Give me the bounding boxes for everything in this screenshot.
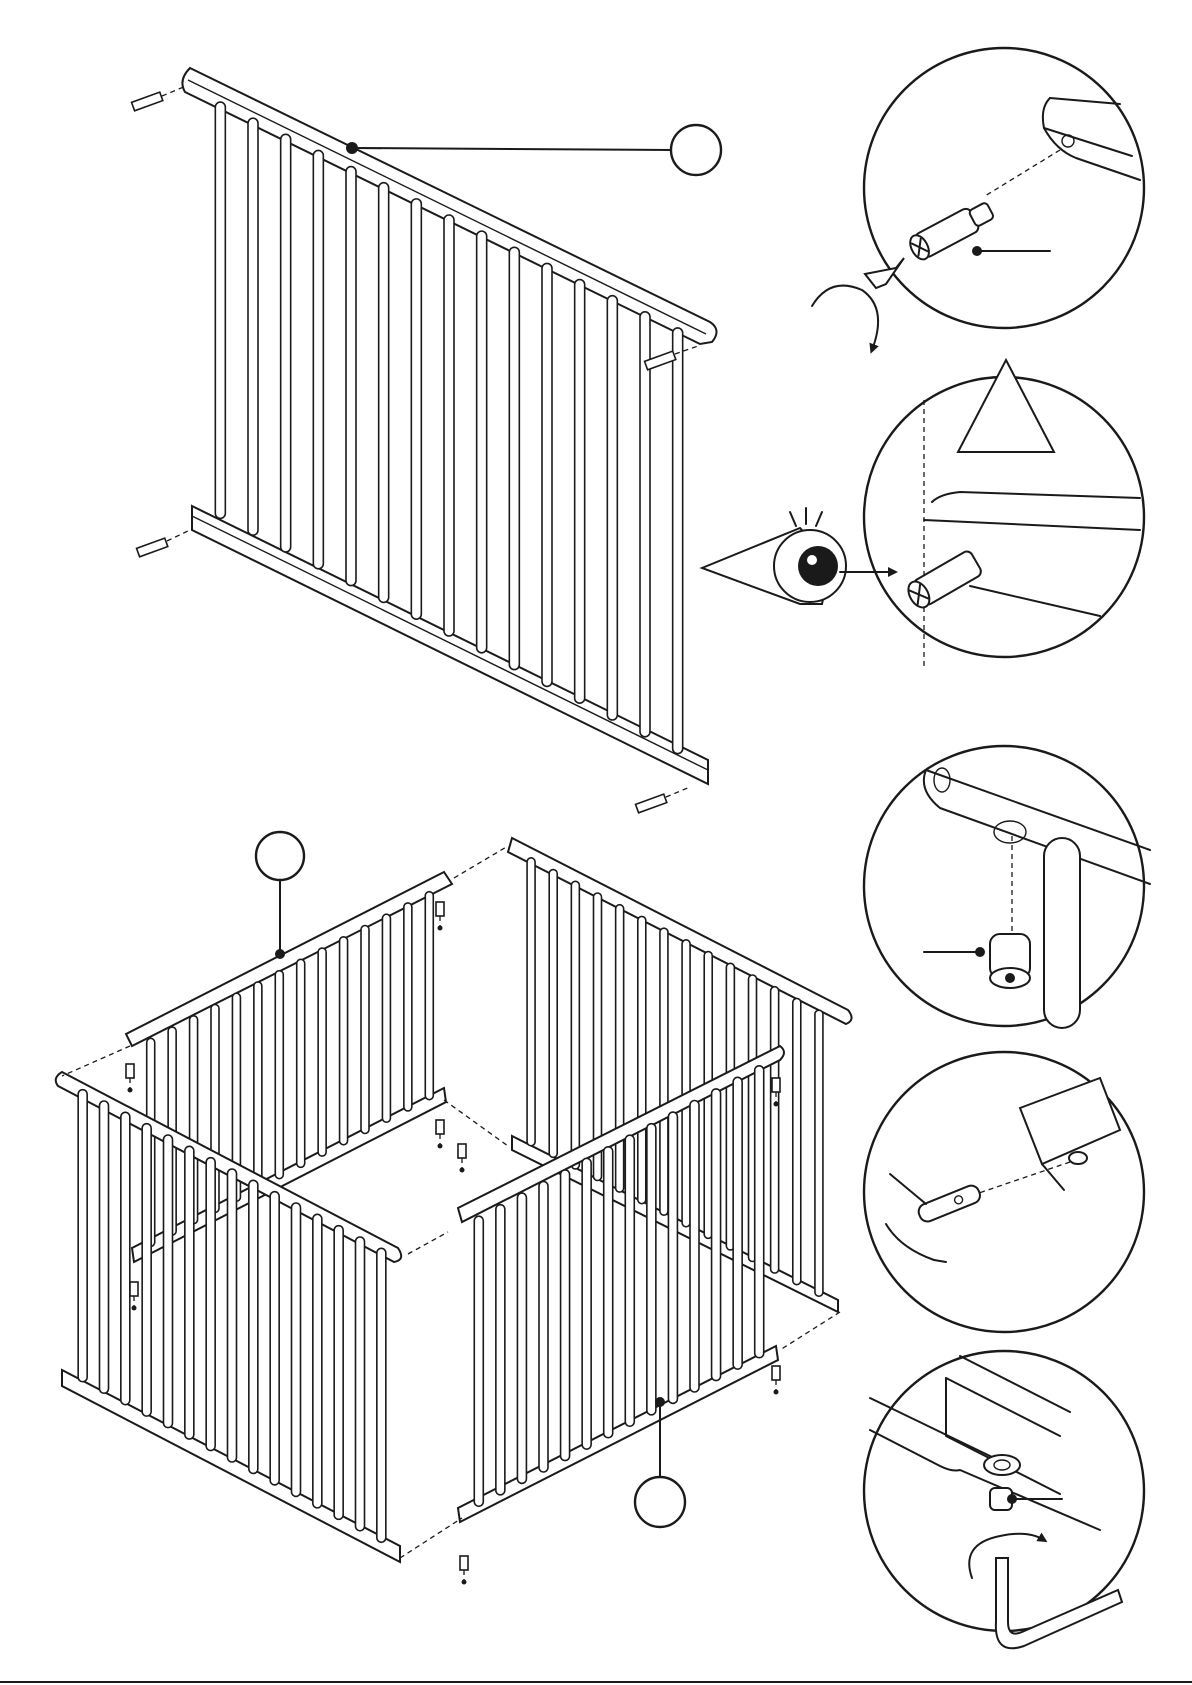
slat	[254, 982, 262, 1190]
bolt	[460, 1168, 465, 1173]
detail-dowel-insertion	[812, 48, 1144, 350]
slat	[571, 881, 579, 1169]
barrel-nut	[436, 1120, 444, 1134]
slat	[318, 948, 326, 1156]
bolt	[128, 1088, 133, 1093]
barrel-nut	[458, 1144, 466, 1158]
slat	[248, 118, 258, 535]
slat	[561, 1170, 570, 1461]
detail-bolt-into-barrel-nut	[864, 1052, 1144, 1332]
slat	[313, 150, 323, 568]
slat	[733, 1077, 742, 1369]
slat	[411, 199, 421, 619]
slat	[185, 1146, 194, 1439]
barrel-nut	[436, 902, 444, 916]
slat	[100, 1101, 109, 1393]
slat	[382, 914, 390, 1122]
slat	[249, 1180, 258, 1473]
slat	[361, 926, 369, 1134]
slat	[292, 1203, 301, 1496]
slat	[379, 183, 389, 603]
slat	[604, 1147, 613, 1438]
slat	[607, 296, 617, 720]
slat	[206, 1158, 215, 1451]
barrel-nut	[460, 1556, 468, 1570]
slat	[215, 102, 225, 518]
slat	[340, 937, 348, 1145]
bolt	[774, 1390, 779, 1395]
slat	[164, 1135, 173, 1428]
slat	[142, 1124, 151, 1416]
slat	[313, 1214, 322, 1508]
slat	[228, 1169, 237, 1462]
slat	[356, 1237, 365, 1531]
slat	[616, 905, 624, 1192]
slat	[404, 903, 412, 1111]
slat	[682, 940, 690, 1227]
barrel-nut	[130, 1282, 138, 1296]
slat	[793, 998, 801, 1284]
slat	[281, 134, 291, 552]
slat	[539, 1182, 548, 1473]
slat	[517, 1193, 526, 1483]
slat	[270, 1192, 279, 1485]
slat	[346, 167, 356, 586]
slat	[297, 959, 305, 1167]
slat	[690, 1101, 699, 1393]
slat	[660, 928, 668, 1215]
slat	[334, 1226, 343, 1520]
slat	[474, 1216, 483, 1506]
slat	[771, 987, 779, 1273]
slat	[78, 1090, 87, 1382]
bolt	[132, 1306, 137, 1311]
top-side-panel	[132, 68, 721, 813]
panel-back-right	[508, 838, 852, 1312]
slat	[549, 870, 557, 1158]
detail-allen-key-tightening	[864, 1351, 1144, 1648]
slat	[712, 1089, 721, 1381]
slat	[121, 1112, 130, 1404]
callout-circle	[671, 125, 721, 175]
dowel	[645, 346, 698, 370]
slat	[275, 971, 283, 1179]
detail-dowel-alignment-check	[702, 360, 1144, 668]
slat	[425, 892, 433, 1100]
bolt	[438, 1144, 443, 1149]
callout-circle	[256, 832, 304, 880]
slat	[647, 1124, 656, 1415]
slat	[527, 858, 535, 1146]
playpen-assembly	[56, 832, 852, 1585]
barrel-nut	[772, 1366, 780, 1380]
slat	[377, 1248, 386, 1542]
bolt	[438, 926, 443, 931]
slat	[668, 1112, 677, 1403]
slat	[815, 1010, 823, 1296]
dowel	[636, 787, 690, 813]
bolt	[462, 1580, 467, 1585]
slat	[444, 215, 454, 636]
callout-circle	[635, 1477, 685, 1527]
slat	[673, 328, 683, 754]
slat	[575, 280, 585, 704]
slat	[640, 312, 650, 737]
rotate-arrow-icon	[812, 286, 878, 350]
slat	[625, 1135, 634, 1426]
barrel-nut	[126, 1064, 134, 1078]
eye-icon	[702, 508, 846, 604]
dowel	[137, 530, 190, 557]
slat	[582, 1158, 591, 1449]
detail-barrel-nut-insertion	[864, 746, 1150, 1028]
slat	[477, 231, 487, 653]
slat	[542, 263, 552, 686]
slat	[638, 916, 646, 1203]
dowel	[132, 86, 186, 111]
barrel-nut	[772, 1078, 780, 1092]
slat	[755, 1066, 764, 1358]
slat	[496, 1205, 505, 1495]
bolt	[774, 1102, 779, 1107]
slat	[509, 247, 519, 669]
